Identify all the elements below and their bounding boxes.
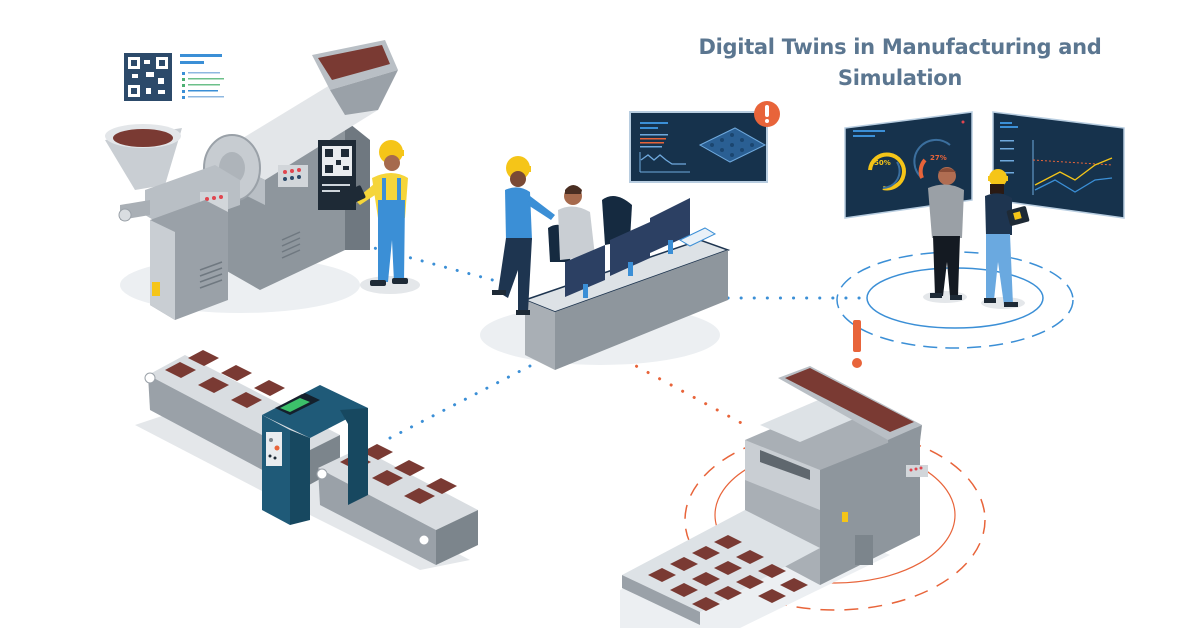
alert-exclamation-icon bbox=[852, 320, 862, 368]
title-line-1: Digital Twins in Manufacturing and bbox=[698, 35, 1102, 59]
gauge-left-value: 50% bbox=[874, 159, 891, 167]
control-desk-station bbox=[480, 156, 731, 370]
engineers-viewing-twin bbox=[836, 167, 1074, 349]
connector-lines bbox=[350, 240, 864, 440]
title-line-2: Simulation bbox=[837, 66, 963, 90]
alert-badge-icon bbox=[754, 101, 780, 127]
page-title: Digital Twins in Manufacturing and Simul… bbox=[690, 32, 1110, 94]
molding-machine-station bbox=[620, 366, 986, 628]
process-monitor-screen bbox=[629, 111, 768, 183]
qr-code-icon bbox=[124, 53, 172, 101]
gauge-right-value: 27% bbox=[930, 154, 947, 162]
conveyor-inspection-station bbox=[135, 350, 478, 570]
worker-with-tablet bbox=[344, 140, 420, 294]
dashboard-screens: 50% 27% bbox=[844, 111, 1125, 219]
document-lines-icon bbox=[180, 54, 224, 99]
roaster-station bbox=[105, 40, 398, 320]
